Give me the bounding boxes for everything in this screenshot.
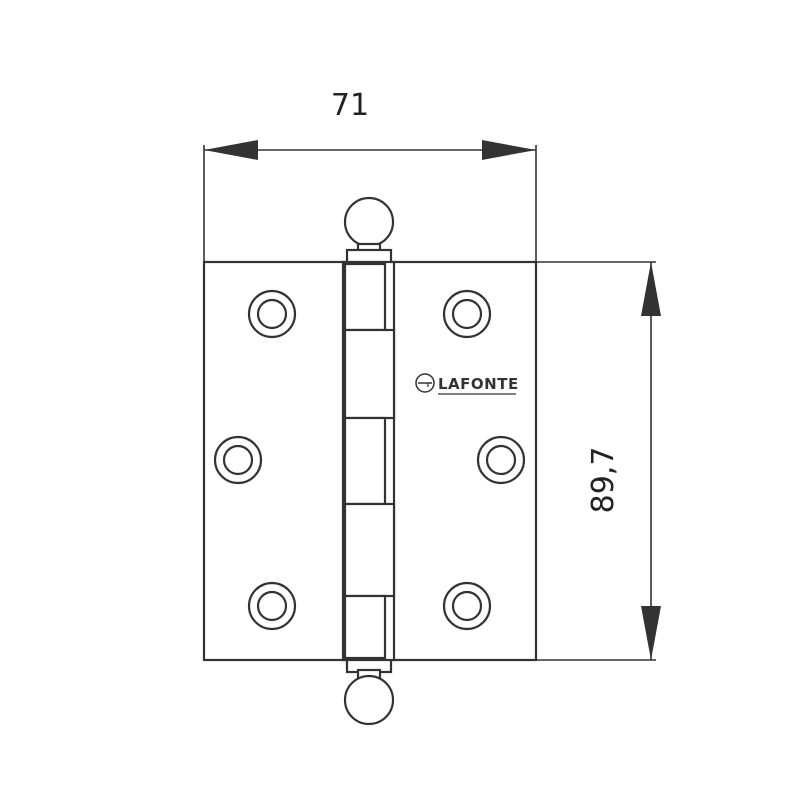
knuckle-1 (343, 262, 387, 332)
brand-logo: LAFONTE (415, 373, 519, 395)
top-finial (343, 196, 395, 266)
screw-hole-left-top (247, 289, 297, 339)
screw-hole-right-middle (476, 435, 526, 485)
screw-holes (213, 289, 526, 631)
width-dimension: 71 (203, 88, 537, 262)
key-logo-icon (415, 373, 435, 393)
screw-hole-left-bottom (247, 581, 297, 631)
knuckle-barrel (341, 260, 396, 662)
bottom-finial (343, 656, 395, 726)
height-arrow-bottom (641, 606, 661, 660)
bottom-finial-ball (343, 674, 395, 726)
width-arrow-right (482, 140, 536, 160)
knuckle-3 (343, 416, 387, 506)
hinge: LAFONTE (202, 196, 538, 726)
height-arrow-top (641, 262, 661, 316)
screw-hole-right-top (442, 289, 492, 339)
knuckle-5 (343, 594, 387, 660)
top-finial-ball (343, 196, 395, 248)
knuckle-4 (343, 502, 396, 598)
width-arrow-left (204, 140, 258, 160)
width-label: 71 (331, 88, 369, 123)
brand-name: LAFONTE (438, 375, 519, 393)
screw-hole-right-bottom (442, 581, 492, 631)
height-label: 89,7 (586, 447, 621, 514)
knuckle-2 (343, 328, 396, 420)
screw-hole-left-middle (213, 435, 263, 485)
height-dimension: 89,7 (536, 261, 661, 661)
